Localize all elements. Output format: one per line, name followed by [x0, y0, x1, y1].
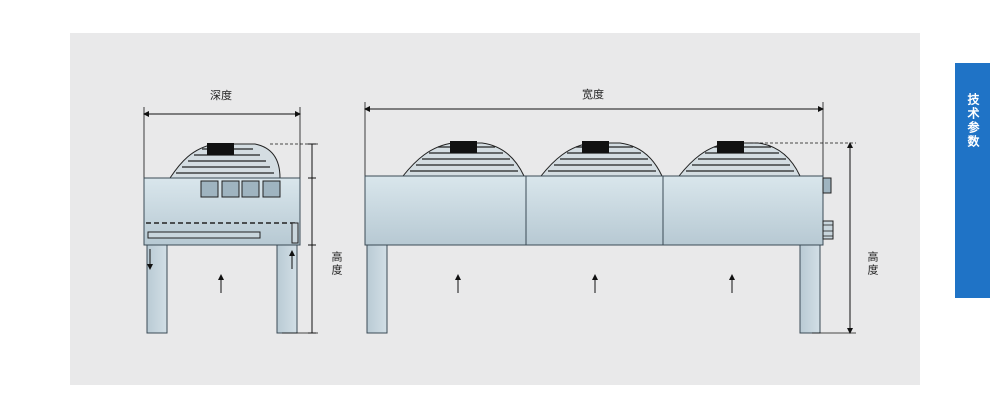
fan-motor [582, 141, 609, 153]
fan-motor [450, 141, 477, 153]
cooler-dimension-drawing [143, 102, 856, 334]
diagram-panel: 深度 宽度 高度 高度 [70, 33, 920, 385]
fan-icon [401, 141, 525, 177]
fan-motor [207, 143, 234, 155]
front-view [364, 102, 856, 334]
front-leg-left [366, 244, 388, 334]
fan-icon [677, 141, 801, 177]
front-leg-right [799, 244, 821, 334]
front-casing [364, 175, 824, 246]
depth-label: 深度 [210, 89, 232, 102]
width-label: 宽度 [582, 88, 604, 101]
height-label-right: 高度 [866, 251, 879, 277]
fan-icon [539, 141, 663, 177]
side-leg-right [276, 244, 298, 334]
height-label-left: 高度 [330, 251, 343, 277]
fan-icon [169, 143, 281, 179]
side-view [143, 107, 318, 334]
fan-motor [717, 141, 744, 153]
side-tab-technical-parameters[interactable]: 技术参数 [955, 63, 990, 298]
side-tab-label: 技术参数 [966, 93, 980, 149]
